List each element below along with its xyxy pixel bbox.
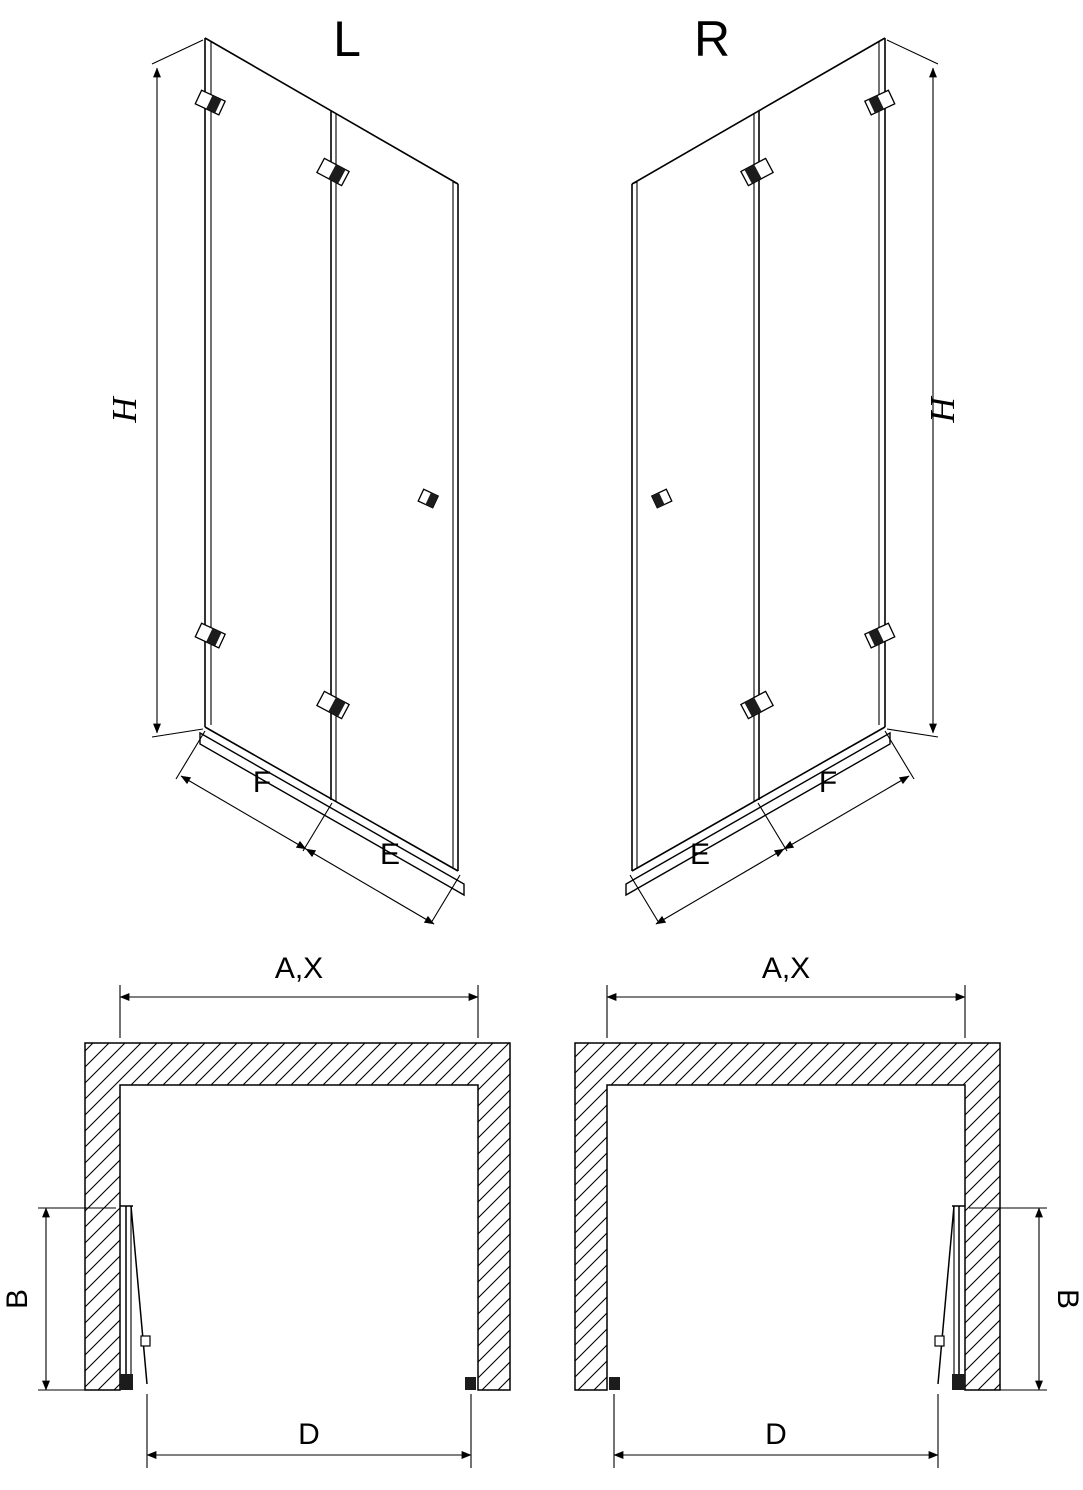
right-door-perspective	[625, 37, 896, 897]
label-width-right-plan: A,X	[762, 952, 810, 985]
label-panel-e-left: E	[380, 838, 400, 871]
height-dimension-left: H	[105, 39, 204, 738]
right-door-sill	[625, 731, 891, 897]
fold-hinge-bottom-left-door	[316, 690, 350, 720]
left-plan-handle	[140, 1335, 151, 1347]
width-dimension-left-plan: A,X	[119, 952, 479, 1038]
label-opening-left-plan: D	[298, 1418, 320, 1451]
label-fold-depth-right-plan: B	[1051, 1289, 1083, 1309]
label-fold-depth-left-plan: B	[1, 1289, 34, 1309]
right-plan-view: A,X B D	[574, 952, 1083, 1468]
left-plan-pivot-foot	[120, 1374, 133, 1390]
label-panel-f-right: F	[819, 766, 837, 799]
fold-hinge-top-right-door	[740, 157, 774, 187]
fold-hinge-top-left-door	[316, 157, 350, 187]
label-panel-f-left: F	[253, 766, 271, 799]
label-panel-e-right: E	[690, 838, 710, 871]
right-plan-handle	[934, 1335, 945, 1347]
label-width-left-plan: A,X	[275, 952, 323, 985]
height-dimension-right: H	[886, 39, 962, 738]
label-opening-right-plan: D	[765, 1418, 787, 1451]
wall-hinge-bottom-right	[863, 622, 896, 649]
wall-hinge-top-left	[194, 89, 227, 116]
fold-hinge-bottom-right-door	[740, 690, 774, 720]
left-plan-receiver-bracket	[465, 1377, 476, 1390]
left-door-sill	[199, 731, 465, 897]
left-door-perspective	[194, 37, 465, 897]
wall-hinge-bottom-left	[194, 622, 227, 649]
door-handle-right-door	[650, 488, 673, 509]
left-plan-view: A,X B D	[1, 952, 511, 1468]
right-plan-pivot-foot	[952, 1374, 965, 1390]
width-dimension-right-plan: A,X	[606, 952, 966, 1038]
fold-depth-dimension-right-plan: B	[969, 1207, 1083, 1391]
right-plan-folded-door	[934, 1205, 965, 1390]
right-plan-receiver-bracket	[609, 1377, 620, 1390]
label-height-left: H	[105, 396, 144, 424]
door-handle-left-door	[417, 488, 440, 509]
panel-dimensions-left: F E	[175, 730, 461, 925]
wall-hinge-top-right	[863, 89, 896, 116]
label-left-variant: L	[333, 11, 361, 67]
left-plan-folded-door	[120, 1205, 151, 1390]
fold-depth-dimension-left-plan: B	[1, 1207, 116, 1391]
label-right-variant: R	[694, 11, 730, 67]
opening-dimension-right-plan: D	[613, 1394, 939, 1468]
opening-dimension-left-plan: D	[146, 1394, 472, 1468]
panel-dimensions-right: F E	[629, 730, 915, 925]
label-height-right: H	[923, 396, 962, 424]
